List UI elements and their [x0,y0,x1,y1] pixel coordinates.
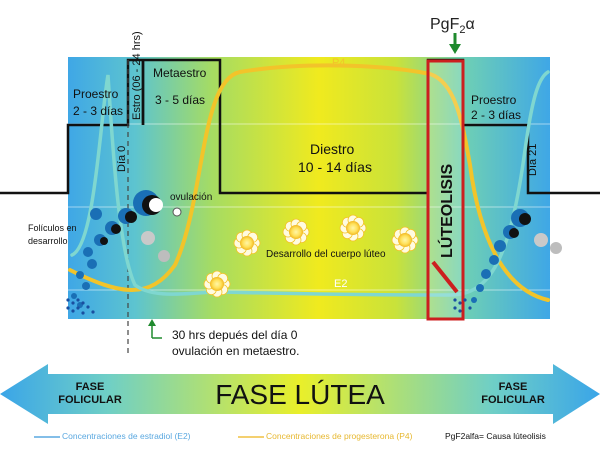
corpus-luteum-flower [391,226,419,254]
proestro-left-days: 2 - 3 días [73,104,123,118]
day0-label: Día 0 [116,146,128,172]
legend-pgf-label: PgF2alfa= Causa lúteolisis [445,431,546,441]
follicles-label-line1: Folículos en [28,223,77,233]
ovulation-label: ovulación [170,192,212,203]
follicle-dots-right [453,298,472,313]
pgf-label: PgF2α [430,16,475,36]
proestro-right-name: Proestro [471,93,517,107]
estro-label: Estro (06 - 24 hrs) [131,31,143,120]
diestro-name: Diestro [310,141,355,157]
corpus-luteum-flower [282,218,310,246]
corpus-luteum-flower [339,214,367,242]
corpus-luteum-flower [233,229,261,257]
ovulation-note-line1: 30 hrs depués del día 0 [172,328,298,342]
corpus-luteum-label: Desarrollo del cuerpo lúteo [266,249,386,260]
follicles-label-line2: desarrollo [28,236,68,246]
proestro-left-name: Proestro [73,87,119,101]
legend-e2-label: Concentraciones de estradiol (E2) [62,431,191,441]
fase-folicular-left-line2: FOLICULAR [58,394,122,406]
phase-double-arrow [0,364,600,424]
day21-label: Día 21 [527,144,539,176]
p4-curve-label: P4 [332,57,345,69]
gradient-panel [68,57,550,319]
pgf-arrow [449,33,461,54]
developing-follicles-right [471,209,562,303]
e2-curve-label: E2 [334,278,347,290]
metaestro-days: 3 - 5 días [155,93,205,107]
ovulation-note-line2: ovulación en metaestro. [172,344,299,358]
fase-folicular-right-line2: FOLICULAR [481,394,545,406]
corpus-luteum-flower [203,270,231,298]
phase-step-outline [0,58,600,195]
ovulation-point [172,207,182,217]
follicle-dots-left [66,298,95,315]
legend-p4-label: Concentraciones de progesterona (P4) [266,431,413,441]
luteolisis-label: LÚTEOLISIS [437,163,456,258]
fase-lutea-label: FASE LÚTEA [215,379,385,410]
legend: Concentraciones de estradiol (E2) Concen… [34,431,546,441]
fase-folicular-right-line1: FASE [499,381,528,393]
metaestro-name: Metaestro [153,66,207,80]
progesterone-curve [68,63,550,302]
ovulation-note-marker [148,319,162,339]
luteolysis-strike [431,260,459,294]
corpus-luteum-flowers [203,214,419,298]
proestro-right-days: 2 - 3 días [471,108,521,122]
fase-folicular-left-line1: FASE [76,381,105,393]
diestro-days: 10 - 14 días [298,159,372,175]
developing-follicles-left [71,190,170,308]
